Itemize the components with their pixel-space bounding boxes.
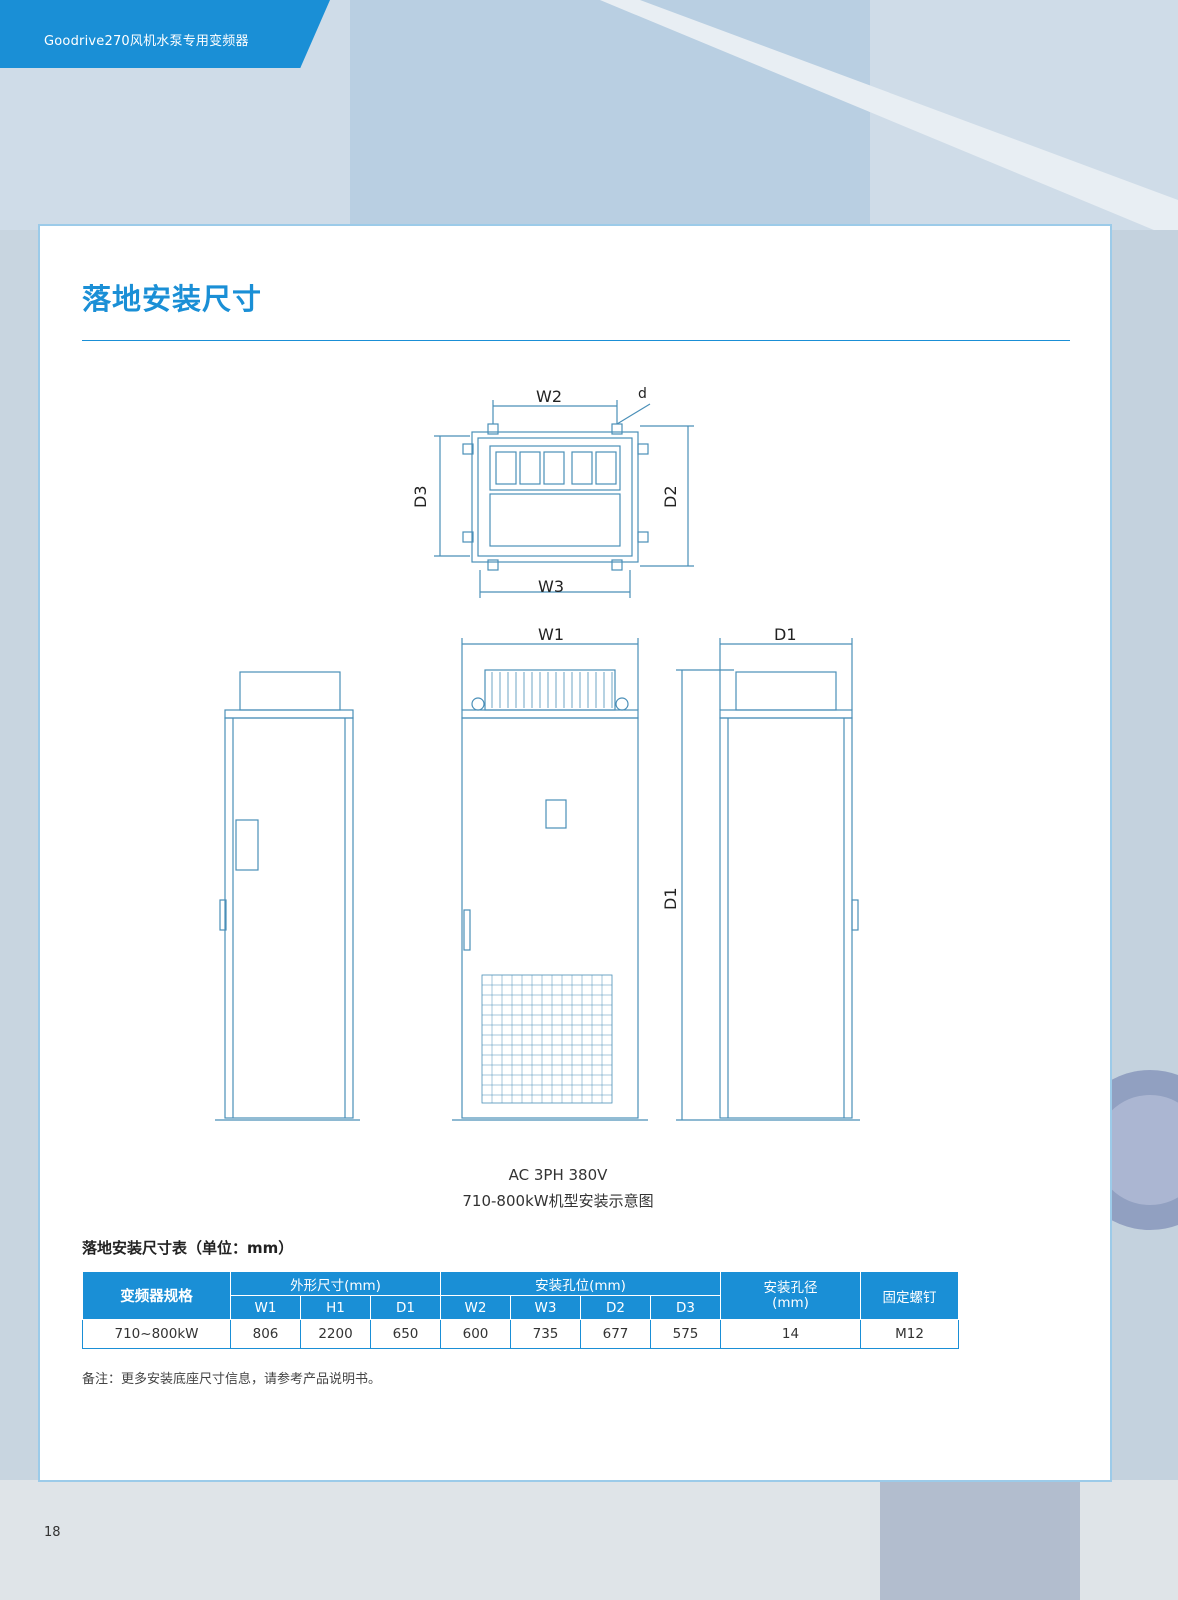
cell-d1: 650 — [370, 1319, 441, 1349]
header-h1: H1 — [300, 1295, 371, 1320]
header-w2: W2 — [440, 1295, 511, 1320]
header-d2: D2 — [580, 1295, 651, 1320]
top-view-modules — [495, 451, 617, 485]
label-d1-side: D1 — [661, 888, 680, 911]
cell-screw: M12 — [860, 1319, 959, 1349]
dimension-table: 变频器规格 外形尺寸(mm) 安装孔位(mm) 安装孔径 (mm) 固定螺钉 W… — [82, 1271, 959, 1349]
page-number: 18 — [44, 1525, 61, 1540]
cell-w2: 600 — [440, 1319, 511, 1349]
label-w3: W3 — [538, 577, 564, 596]
cell-d3: 575 — [650, 1319, 721, 1349]
header-hole-dia-line1: 安装孔径 — [763, 1279, 818, 1296]
cell-w1: 806 — [230, 1319, 301, 1349]
cell-model: 710~800kW — [82, 1319, 231, 1349]
label-w2: W2 — [536, 387, 562, 406]
front-view — [452, 638, 648, 1121]
cell-w3: 735 — [510, 1319, 581, 1349]
header-product-name: Goodrive270风机水泵专用变频器 — [44, 34, 249, 49]
header-w1: W1 — [230, 1295, 301, 1320]
left-side-view — [215, 671, 360, 1121]
page-title: 落地安装尺寸 — [82, 282, 263, 316]
header-hole-dia-line2: (mm) — [772, 1294, 809, 1311]
header-screw: 固定螺钉 — [860, 1271, 959, 1320]
cell-hole-dia: 14 — [720, 1319, 861, 1349]
header-d1: D1 — [370, 1295, 441, 1320]
table-row: 710~800kW 806 2200 650 600 735 677 575 1… — [82, 1319, 959, 1349]
drawing-caption-line1: AC 3PH 380V — [508, 1166, 608, 1184]
label-d2: D2 — [661, 486, 680, 509]
label-d3: D3 — [411, 486, 430, 509]
installation-drawing: W2 d D3 D2 W3 W1 D1 D1 — [215, 386, 860, 1121]
header-hole-dia: 安装孔径 (mm) — [720, 1271, 861, 1320]
cell-h1: 2200 — [300, 1319, 371, 1349]
label-d1-top: D1 — [774, 625, 797, 644]
header-w3: W3 — [510, 1295, 581, 1320]
label-d: d — [638, 386, 647, 402]
header-model: 变频器规格 — [82, 1271, 231, 1320]
header-d3: D3 — [650, 1295, 721, 1320]
header-outer: 外形尺寸(mm) — [230, 1271, 441, 1296]
cell-d2: 677 — [580, 1319, 651, 1349]
table-title: 落地安装尺寸表（单位：mm） — [82, 1239, 294, 1257]
header-holes: 安装孔位(mm) — [440, 1271, 721, 1296]
top-view — [434, 400, 694, 598]
footnote: 备注：更多安装底座尺寸信息，请参考产品说明书。 — [82, 1372, 382, 1387]
drawing-caption-line2: 710-800kW机型安装示意图 — [462, 1192, 654, 1210]
right-side-view — [676, 638, 860, 1121]
label-w1: W1 — [538, 625, 564, 644]
header-tab: Goodrive270风机水泵专用变频器 — [0, 0, 330, 68]
title-divider — [82, 340, 1070, 341]
